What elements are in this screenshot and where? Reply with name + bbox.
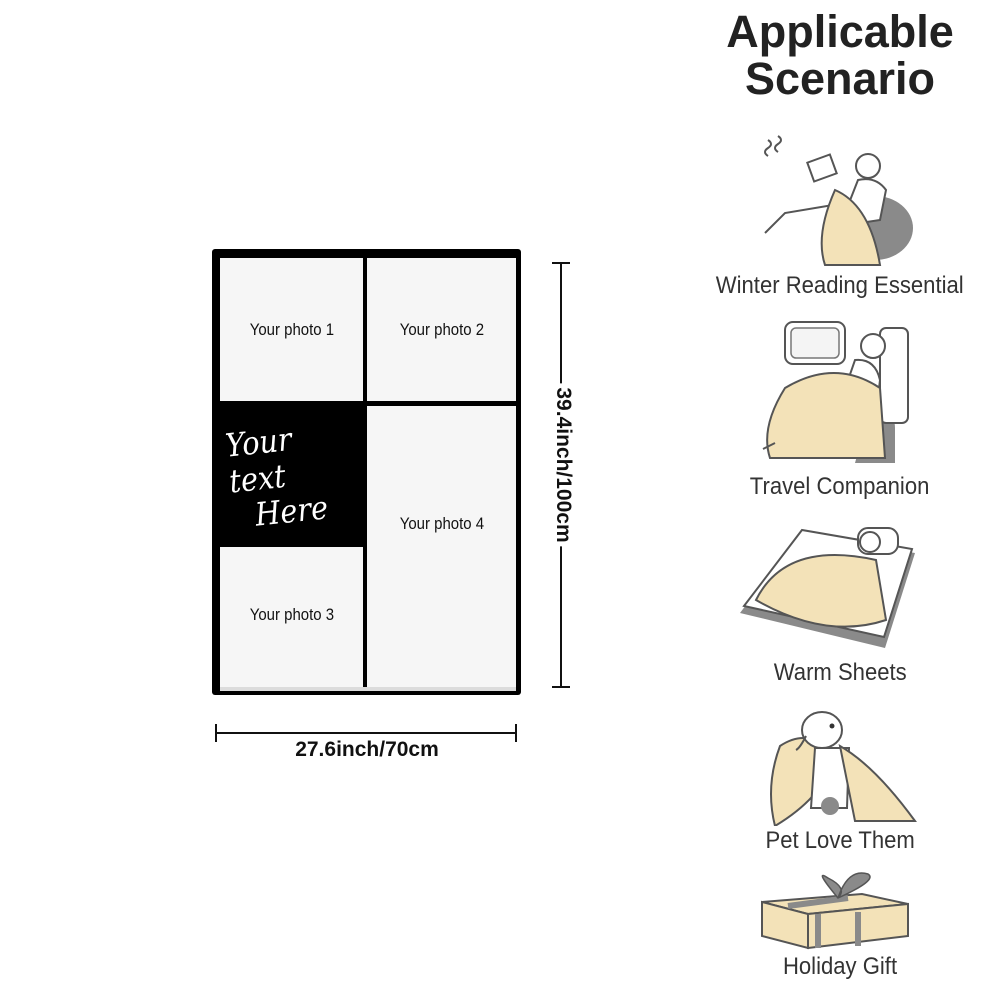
width-dimension-cap-right [515,724,517,742]
travel-illustration [762,321,909,463]
gift-illustration [761,872,909,950]
scenario-label-gift-text: Holiday Gift [782,953,898,980]
scenario-label-gift: Holiday Gift [690,953,990,981]
photo-slot-3: Your photo 3 [220,547,363,690]
photo-slot-1: Your photo 1 [220,258,363,401]
scenario-heading-line-2: Scenario [744,53,936,104]
custom-text-block: Your text Here [220,406,363,543]
scenario-label-bed-text: Warm Sheets [773,659,907,686]
scenario-label-pet: Pet Love Them [690,827,990,855]
scenario-heading: Applicable Scenario [690,8,990,102]
height-dimension-label: 39.4inch/100cm [551,383,575,547]
scenario-label-travel-text: Travel Companion [750,473,930,500]
bed-illustration [740,527,915,648]
height-dimension-cap-bottom [552,686,570,688]
scenario-label-reading-text: Winter Reading Essential [716,272,964,299]
photo-slot-3-label: Your photo 3 [249,604,334,624]
scenario-label-reading: Winter Reading Essential [690,272,990,300]
dog-illustration [770,711,917,826]
scenario-label-bed: Warm Sheets [690,659,990,687]
height-dimension-cap-top [552,262,570,264]
blanket-layout: Your photo 1 Your photo 2 Your text Here… [212,249,521,695]
width-dimension-line [215,732,517,734]
custom-text-line-2: Here [253,487,330,534]
width-dimension-cap-left [215,724,217,742]
reading-illustration [764,135,913,266]
custom-text-line-1: Your text [223,419,294,501]
photo-slot-2-label: Your photo 2 [399,319,484,339]
photo-slot-2: Your photo 2 [367,258,516,401]
width-dimension-label: 27.6inch/70cm [295,738,439,761]
photo-slot-4-label: Your photo 4 [399,514,484,533]
scenario-label-pet-text: Pet Love Them [765,827,915,854]
photo-slot-1-label: Your photo 1 [249,319,334,339]
photo-slot-4: Your photo 4 [367,406,516,690]
scenario-heading-line-1: Applicable [726,6,954,57]
blanket-hem [220,687,516,691]
scenario-label-travel: Travel Companion [690,473,990,501]
